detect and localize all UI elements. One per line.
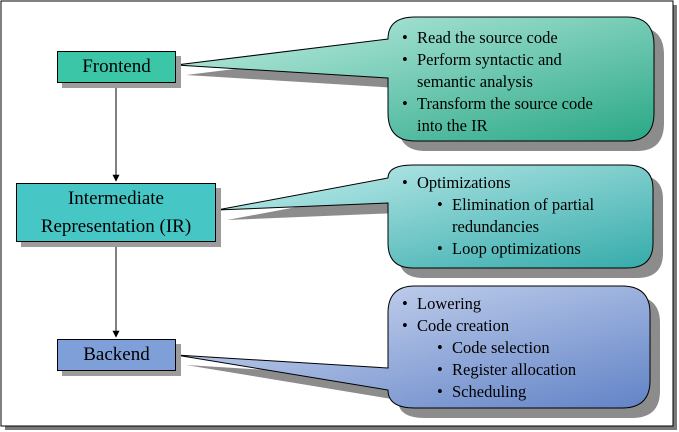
backend-callout-list: Lowering Code creation Code selection Re…	[402, 293, 642, 403]
list-item-text: Perform syntactic and	[417, 50, 562, 69]
list-item: Read the source code	[402, 27, 637, 49]
list-item: Lowering	[402, 293, 642, 315]
list-item-text: Optimizations	[417, 173, 511, 192]
ir-callout-list: Optimizations Elimination of partial red…	[402, 172, 642, 260]
ir-box: Intermediate Representation (IR)	[16, 183, 216, 242]
list-subitem: Register allocation	[437, 359, 642, 381]
backend-box: Backend	[57, 339, 176, 371]
list-item-text: semantic analysis	[417, 72, 533, 91]
list-item-text: Register allocation	[452, 360, 577, 379]
list-subitem: Code selection	[437, 337, 642, 359]
list-item: Optimizations	[402, 172, 642, 194]
list-item-text: Transform the source code	[417, 94, 593, 113]
list-subitem: Scheduling	[437, 381, 642, 403]
list-item-text: Code selection	[452, 338, 550, 357]
backend-label: Backend	[83, 344, 150, 365]
ir-label-line1: Intermediate	[67, 187, 164, 209]
list-item-text: Scheduling	[452, 382, 527, 401]
list-item-text: redundancies	[452, 217, 540, 236]
list-item-text: Code creation	[417, 316, 510, 335]
frontend-label: Frontend	[82, 56, 151, 77]
ir-label-line2: Representation (IR)	[40, 215, 192, 237]
list-subitem: Loop optimizations	[437, 238, 642, 260]
list-item-text: Read the source code	[417, 28, 558, 47]
frontend-box: Frontend	[57, 51, 176, 83]
list-item-text: Loop optimizations	[452, 239, 581, 258]
list-subitem: Elimination of partial redundancies	[437, 194, 642, 238]
list-item: Perform syntactic and semantic analysis	[402, 49, 637, 93]
list-item-text: Lowering	[417, 294, 482, 313]
frontend-callout-list: Read the source code Perform syntactic a…	[402, 27, 637, 137]
list-item: Code creation	[402, 315, 642, 337]
list-item-text: into the IR	[417, 116, 488, 135]
list-item-text: Elimination of partial	[452, 195, 595, 214]
list-item: Transform the source code into the IR	[402, 93, 637, 137]
